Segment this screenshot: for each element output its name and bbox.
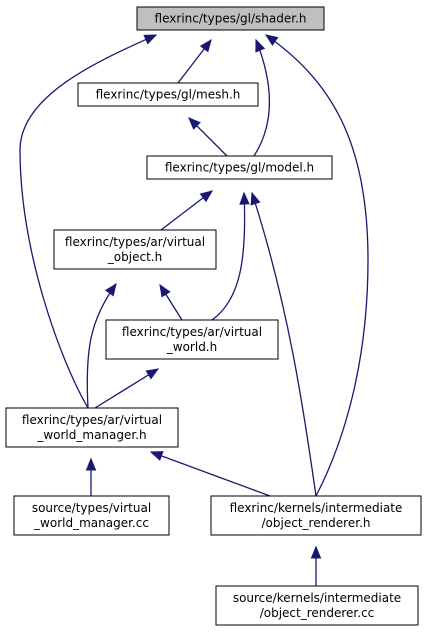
node-label-line: flexrinc/types/ar/virtual (22, 413, 162, 427)
node-box[interactable] (215, 585, 419, 626)
edges-layer (19, 34, 369, 586)
node-label-line: /object_renderer.cc (260, 606, 375, 620)
node-label-line: flexrinc/kernels/intermediate (230, 501, 403, 515)
edge-vwm_h-to-virtual_world (94, 368, 160, 409)
arrowhead-icon (310, 545, 322, 559)
edge-virtual_object-to-model (160, 190, 214, 231)
edge-line (94, 368, 159, 409)
edge-vwm_cc-to-vwm_h (85, 457, 97, 496)
edge-line (265, 34, 369, 497)
arrowhead-icon (159, 283, 171, 298)
node-label-line: flexrinc/types/ar/virtual (65, 235, 205, 249)
node-label-line: _world_manager.h (36, 428, 146, 442)
node-label-line: flexrinc/types/ar/virtual (122, 325, 262, 339)
edge-obj_renderer_h-to-vwm_h (149, 451, 271, 497)
edge-line (150, 451, 271, 497)
arrowhead-icon (105, 282, 117, 297)
node-label-line: _object.h (107, 250, 162, 264)
node-label-line: flexrinc/types/gl/shader.h (155, 12, 307, 26)
edge-model-to-shader (253, 38, 270, 157)
edge-virtual_world-to-model (211, 191, 250, 321)
node-virtual_object[interactable]: flexrinc/types/ar/virtual_object.h (53, 229, 217, 270)
edge-obj_renderer_cc-to-obj_renderer_h (310, 545, 322, 586)
edge-obj_renderer_h-to-model (250, 191, 317, 497)
edge-mesh-to-shader (177, 38, 212, 84)
node-obj_renderer_cc[interactable]: source/kernels/intermediate/object_rende… (215, 585, 419, 626)
node-box[interactable] (105, 319, 279, 360)
arrowhead-icon (188, 117, 201, 130)
node-virtual_world[interactable]: flexrinc/types/ar/virtual_world.h (105, 319, 279, 360)
arrowhead-icon (199, 38, 212, 53)
edge-obj_renderer_h-to-shader (264, 34, 369, 497)
edge-line (19, 34, 157, 409)
node-shader[interactable]: flexrinc/types/gl/shader.h (136, 6, 325, 31)
arrowhead-icon (143, 34, 158, 45)
node-label-line: /object_renderer.h (262, 516, 371, 530)
arrowhead-icon (199, 190, 214, 203)
node-box[interactable] (210, 495, 422, 536)
node-label-line: source/types/virtual (32, 501, 151, 515)
node-box[interactable] (136, 6, 325, 31)
arrowhead-icon (149, 451, 164, 461)
node-label-line: flexrinc/types/gl/model.h (165, 161, 314, 175)
edge-vwm_h-to-shader (19, 34, 158, 409)
edge-line (211, 192, 246, 321)
nodes-layer: flexrinc/types/gl/shader.h flexrinc/types… (5, 6, 422, 626)
edge-vwm_h-to-virtual_object (86, 282, 117, 409)
arrowhead-icon (264, 34, 279, 46)
node-box[interactable] (5, 407, 179, 448)
arrowhead-icon (255, 38, 266, 53)
edge-model-to-mesh (188, 117, 228, 157)
arrowhead-icon (85, 457, 97, 471)
node-box[interactable] (53, 229, 217, 270)
node-box[interactable] (146, 155, 333, 180)
node-label-line: _world_manager.cc (33, 516, 149, 530)
edge-line (86, 283, 117, 409)
edge-line (253, 39, 270, 157)
edge-line (251, 192, 317, 497)
arrowhead-icon (239, 191, 250, 205)
node-box[interactable] (77, 82, 259, 107)
node-box[interactable] (13, 495, 170, 536)
arrowhead-icon (145, 368, 160, 380)
node-model[interactable]: flexrinc/types/gl/model.h (146, 155, 333, 180)
node-vwm_cc[interactable]: source/types/virtual_world_manager.cc (13, 495, 170, 536)
node-label-line: source/kernels/intermediate (233, 591, 401, 605)
node-label-line: flexrinc/types/gl/mesh.h (96, 88, 241, 102)
node-vwm_h[interactable]: flexrinc/types/ar/virtual_world_manager.… (5, 407, 179, 448)
edge-virtual_world-to-virtual_object (159, 283, 183, 321)
arrowhead-icon (250, 191, 261, 206)
node-label-line: _world.h (166, 340, 217, 354)
node-mesh[interactable]: flexrinc/types/gl/mesh.h (77, 82, 259, 107)
node-obj_renderer_h[interactable]: flexrinc/kernels/intermediate/object_ren… (210, 495, 422, 536)
